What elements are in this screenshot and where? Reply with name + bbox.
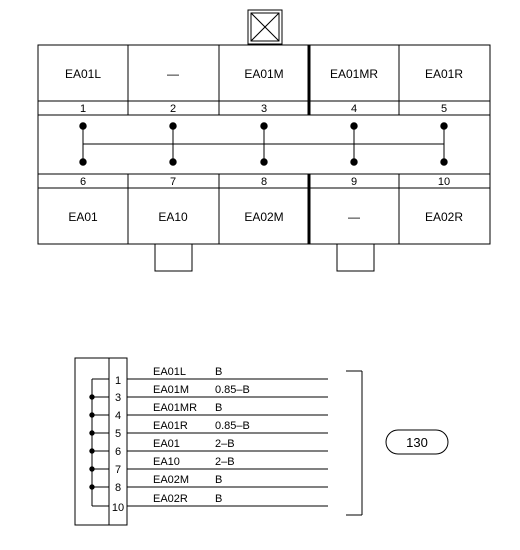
wire-spec: 2–B — [215, 456, 235, 468]
wire-name: EA01L — [153, 366, 186, 378]
wire-spec: B — [215, 366, 222, 378]
harness-bracket — [346, 370, 363, 516]
harness-pin-8: 8 — [115, 482, 121, 494]
wire-spec: 2–B — [215, 438, 235, 450]
pin-number-6: 6 — [80, 176, 86, 188]
pin-number-4: 4 — [351, 103, 357, 115]
harness-pin-1: 1 — [115, 375, 121, 387]
harness-pin-7: 7 — [115, 464, 121, 476]
cell-label-bottom-8: EA02M — [244, 210, 283, 224]
wire-spec: B — [215, 493, 222, 505]
pin-number-1: 1 — [80, 103, 86, 115]
wire-name: EA01M — [153, 384, 189, 396]
cell-label-top-1: EA01L — [65, 67, 101, 81]
ground-reference-label: 130 — [406, 435, 428, 450]
harness-pin-4: 4 — [115, 410, 121, 422]
ground-reference-badge: 130 — [385, 429, 449, 455]
terminal-dot — [169, 122, 177, 130]
bus-junction — [89, 430, 95, 436]
wire-name: EA01R — [153, 420, 188, 432]
harness-pin-6: 6 — [115, 446, 121, 458]
wire-spec: 0.85–B — [215, 384, 250, 396]
wire-name: EA01 — [153, 438, 180, 450]
wire-name: EA10 — [153, 456, 180, 468]
terminal-dot — [440, 158, 448, 166]
connector-face — [37, 44, 491, 272]
pin-number-9: 9 — [351, 176, 357, 188]
cell-label-bottom-9: — — [348, 210, 360, 224]
connector-top-labels: EA01L — EA01M EA01MR EA01R — [65, 67, 463, 81]
harness-pin-numbers: 1 3 4 5 6 7 8 10 — [112, 375, 124, 514]
terminal-dot — [350, 122, 358, 130]
harness-wire-labels: EA01L B EA01M 0.85–B EA01MR B EA01R 0.85… — [153, 366, 250, 505]
wire-name: EA02M — [153, 474, 189, 486]
cell-label-top-4: EA01MR — [330, 67, 378, 81]
pin-number-7: 7 — [170, 176, 176, 188]
pin-number-2: 2 — [170, 103, 176, 115]
terminal-dot — [79, 158, 87, 166]
wire-spec: 0.85–B — [215, 420, 250, 432]
pin-number-3: 3 — [261, 103, 267, 115]
terminal-dot — [79, 122, 87, 130]
cell-label-bottom-6: EA01 — [68, 210, 98, 224]
harness-wires — [127, 378, 328, 507]
cell-label-bottom-10: EA02R — [425, 210, 463, 224]
pin-number-10: 10 — [438, 176, 450, 188]
pin-number-8: 8 — [261, 176, 267, 188]
terminal-dot — [260, 122, 268, 130]
cell-label-top-2: — — [167, 67, 179, 81]
bus-junction — [89, 394, 95, 400]
internal-jumpers — [79, 122, 448, 166]
bus-junction — [89, 466, 95, 472]
terminal-dot — [350, 158, 358, 166]
connector-bottom-pins: 6 7 8 9 10 — [80, 176, 450, 188]
harness-pin-3: 3 — [115, 392, 121, 404]
bus-junction — [89, 484, 95, 490]
connector-lock-icon — [247, 9, 283, 45]
terminal-dot — [260, 158, 268, 166]
bus-junction — [89, 412, 95, 418]
wire-name: EA02R — [153, 493, 188, 505]
cell-label-bottom-7: EA10 — [158, 210, 188, 224]
harness-pin-taps — [89, 378, 109, 507]
wire-spec: B — [215, 474, 222, 486]
connector-bottom-labels: EA01 EA10 EA02M — EA02R — [68, 210, 463, 224]
bus-junction — [89, 448, 95, 454]
wire-spec: B — [215, 402, 222, 414]
cell-label-top-5: EA01R — [425, 67, 463, 81]
harness-pin-5: 5 — [115, 428, 121, 440]
wire-name: EA01MR — [153, 402, 197, 414]
terminal-dot — [440, 122, 448, 130]
cell-label-top-3: EA01M — [244, 67, 283, 81]
connector-top-pins: 1 2 3 4 5 — [80, 103, 447, 115]
pin-number-5: 5 — [441, 103, 447, 115]
terminal-dot — [169, 158, 177, 166]
harness-pin-10: 10 — [112, 502, 124, 514]
